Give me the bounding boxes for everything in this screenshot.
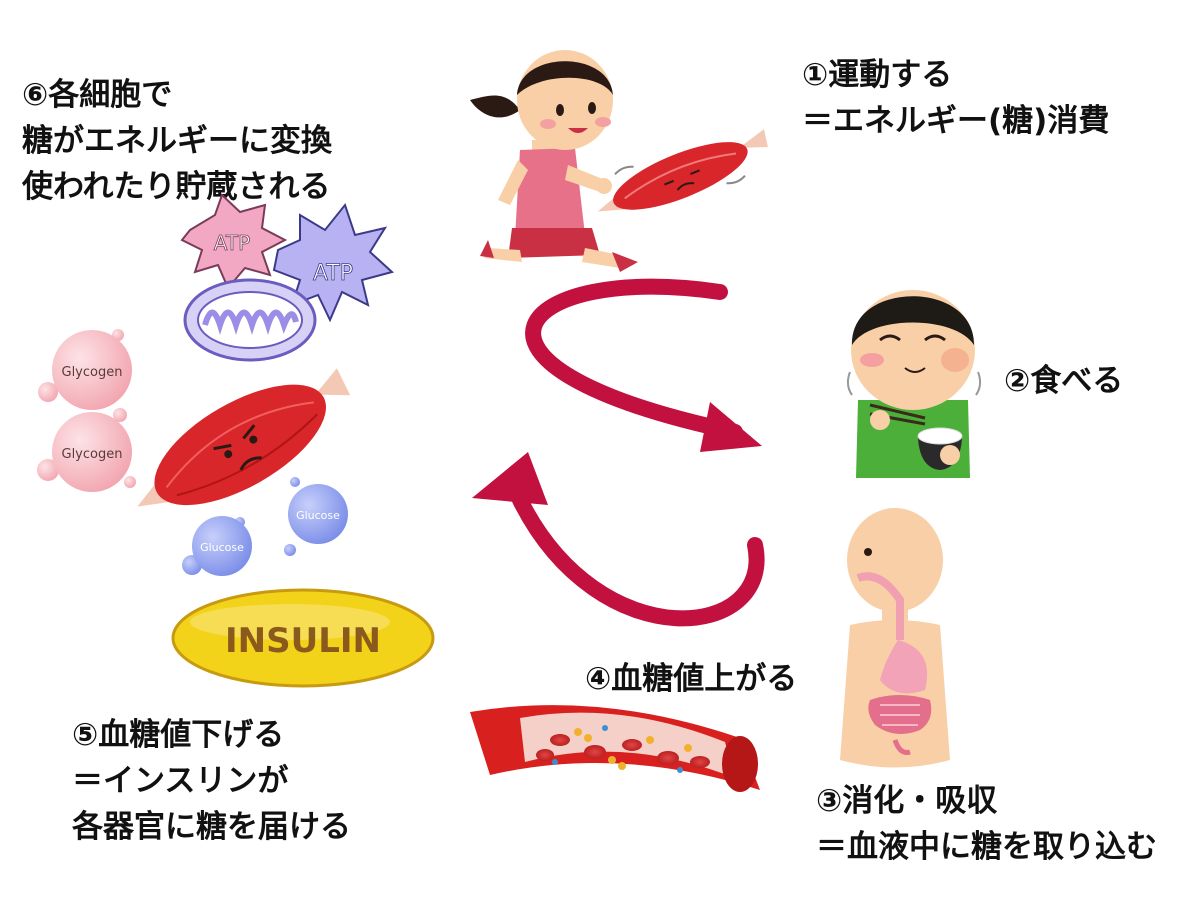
glucose-text-2: Glucose — [200, 541, 244, 554]
eating-boy-icon — [846, 290, 982, 478]
blood-vessel-icon — [470, 705, 760, 792]
digestive-system-icon — [840, 508, 950, 768]
atp-burst-1: ATP — [180, 193, 288, 290]
step-1-line-2: ＝エネルギー(糖)消費 — [802, 103, 1110, 139]
glycogen-bubble-2: Glycogen — [37, 408, 136, 492]
arrow-top-head — [700, 402, 762, 452]
step-6-label: ⑥各細胞で 糖がエネルギーに変換 使われたり貯蔵される — [22, 72, 332, 210]
atp-text-2: ATP — [313, 261, 353, 286]
atp-burst-2: ATP — [272, 202, 395, 323]
glucose-text-1: Glucose — [296, 509, 340, 522]
cycle-arrow-icon — [472, 278, 765, 627]
step-2-label: ②食べる — [1004, 358, 1123, 404]
glycogen-bubble-1: Glycogen — [38, 329, 132, 410]
glycogen-text-1: Glycogen — [62, 365, 123, 380]
step-5-line-3: 各器官に糖を届ける — [72, 809, 351, 845]
running-girl-icon — [470, 50, 638, 272]
muscle-icon-large — [137, 368, 351, 507]
step-5-line-2: ＝インスリンが — [72, 763, 289, 799]
step-6-line-1: ⑥各細胞で — [22, 77, 173, 113]
step-5-label: ⑤血糖値下げる ＝インスリンが 各器官に糖を届ける — [72, 712, 351, 850]
arrow-bottom-head — [472, 452, 548, 505]
step-3-label: ③消化・吸収 ＝血液中に糖を取り込む — [816, 778, 1157, 870]
step-4-label: ④血糖値上がる — [585, 656, 797, 702]
step-3-line-2: ＝血液中に糖を取り込む — [816, 829, 1157, 865]
atp-text-1: ATP — [214, 231, 250, 255]
arrow-top — [525, 278, 743, 440]
glycogen-text-2: Glycogen — [62, 447, 123, 462]
insulin-capsule-icon: INSULIN — [171, 588, 435, 688]
step-6-line-2: 糖がエネルギーに変換 — [22, 123, 332, 159]
step-3-line-1: ③消化・吸収 — [816, 783, 998, 819]
step-1-label: ①運動する ＝エネルギー(糖)消費 — [802, 52, 1109, 144]
step-5-line-1: ⑤血糖値下げる — [72, 717, 285, 753]
muscle-icon — [597, 129, 768, 212]
insulin-text: INSULIN — [225, 621, 381, 661]
step-6-line-3: 使われたり貯蔵される — [22, 169, 331, 205]
mitochondria-icon — [183, 278, 317, 362]
glucose-bubble-2: Glucose — [182, 516, 252, 576]
step-4-line-1: ④血糖値上がる — [585, 661, 798, 697]
step-1-line-1: ①運動する — [802, 57, 953, 93]
glucose-bubble-1: Glucose — [284, 477, 348, 556]
step-2-line-1: ②食べる — [1004, 363, 1124, 399]
arrow-bottom — [512, 492, 765, 627]
